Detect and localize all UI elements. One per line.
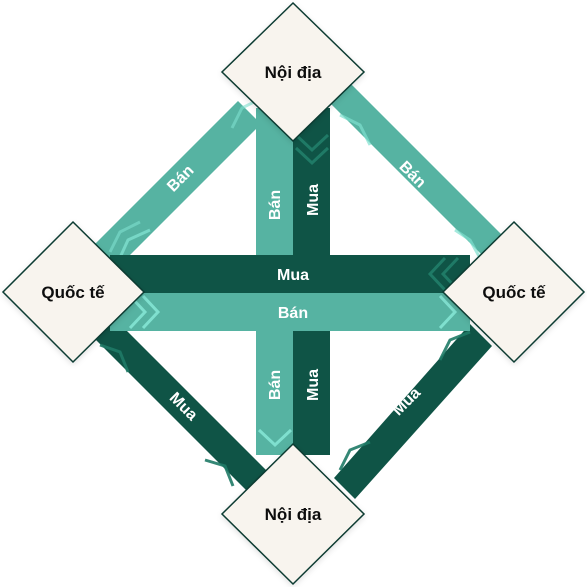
node-left-label: Quốc tế: [41, 283, 105, 302]
label-bottom-vertical-dark: Mua: [305, 369, 322, 401]
band-bottom-vertical-dark: Mua: [293, 330, 330, 455]
node-bottom-label: Nội địa: [265, 505, 322, 524]
node-right-label: Quốc tế: [482, 283, 546, 302]
band-top-left: Bán: [92, 96, 263, 270]
band-bottom-left: Mua: [96, 320, 270, 494]
band-bottom-vertical-light: Bán: [256, 330, 293, 455]
band-top-right: Bán: [330, 83, 501, 259]
node-bottom: Nội địa: [220, 442, 366, 586]
band-top-vertical-dark: Mua: [293, 108, 330, 258]
node-right: Quốc tế: [441, 220, 586, 364]
label-horizontal-light: Bán: [278, 305, 308, 322]
node-left: Quốc tế: [1, 220, 146, 364]
band-horizontal-light: Bán: [110, 293, 470, 331]
band-horizontal-dark: Mua: [110, 255, 470, 293]
node-top: Nội địa: [220, 1, 366, 143]
label-bottom-vertical-light: Bán: [267, 370, 284, 400]
label-top-vertical-dark: Mua: [305, 184, 322, 216]
band-bottom-right: Mua: [334, 324, 492, 499]
label-horizontal-dark: Mua: [277, 267, 309, 284]
band-top-vertical-light: Bán: [256, 108, 293, 258]
label-top-vertical-light: Bán: [267, 190, 284, 220]
node-top-label: Nội địa: [265, 63, 322, 82]
